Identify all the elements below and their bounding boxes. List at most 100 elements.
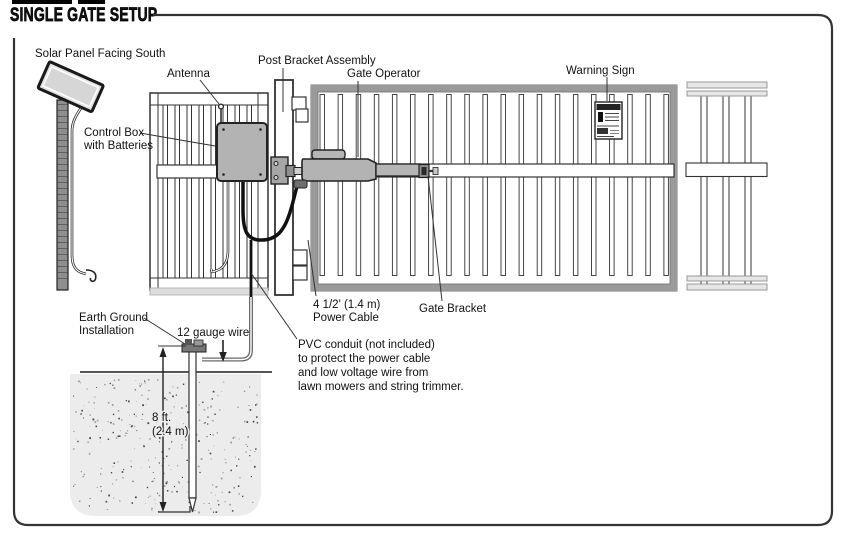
stipple-dot — [119, 430, 121, 432]
operator-body — [301, 158, 377, 182]
stipple-dot — [170, 469, 172, 471]
stipple-dot — [165, 482, 168, 485]
right-fence-section — [685, 81, 768, 291]
stipple-dot — [255, 448, 257, 450]
stipple-dot — [112, 466, 114, 468]
pole-hatch-line — [57, 218, 68, 219]
stipple-dot — [225, 462, 227, 464]
stipple-dot — [211, 398, 213, 400]
stipple-dot — [100, 486, 102, 488]
stipple-dot — [82, 476, 84, 478]
gate-pickets — [319, 94, 669, 276]
stipple-dot — [96, 419, 99, 422]
solar-wire-core — [71, 104, 87, 275]
stipple-dot — [194, 510, 196, 511]
stipple-dot — [100, 467, 102, 469]
pole-hatch-line — [57, 188, 68, 189]
stipple-dot — [75, 411, 77, 413]
label-gate-bracket: Gate Bracket — [419, 303, 487, 315]
pole-hatch-line — [57, 194, 68, 195]
stipple-dot — [112, 413, 115, 416]
stipple-dot — [134, 496, 137, 499]
stipple-dot — [252, 420, 255, 423]
stipple-dot — [204, 422, 206, 424]
stipple-dot — [117, 461, 119, 463]
stipple-dot — [205, 436, 207, 438]
stipple-dot — [161, 465, 163, 467]
stipple-dot — [158, 437, 161, 439]
stipple-dot — [181, 476, 183, 478]
gate-picket — [572, 94, 579, 276]
fence-picket — [186, 104, 192, 279]
stipple-dot — [113, 387, 116, 390]
stipple-dot — [207, 416, 209, 418]
stipple-dot — [177, 465, 179, 467]
stipple-dot — [128, 401, 130, 403]
stipple-dot — [181, 444, 183, 446]
stipple-dot — [147, 422, 150, 425]
stipple-dot — [107, 438, 110, 441]
stipple-dot — [211, 484, 214, 486]
stipple-dot — [209, 433, 211, 436]
stipple-dot — [187, 411, 189, 414]
stipple-dot — [156, 422, 158, 424]
stipple-dot — [202, 401, 204, 404]
operator-cable-connector — [293, 179, 308, 189]
stipple-dot — [94, 396, 96, 398]
stipple-dot — [124, 434, 126, 437]
gate-picket — [446, 94, 452, 276]
gate-picket — [645, 94, 651, 276]
stipple-dot — [104, 383, 106, 386]
stipple-dot — [73, 430, 75, 433]
stipple-dot — [112, 483, 114, 485]
stipple-dot — [115, 479, 118, 481]
ground-rod-tip — [188, 497, 197, 513]
stipple-dot — [256, 403, 258, 405]
box-screw — [259, 128, 262, 131]
stipple-dot — [237, 485, 240, 487]
label-earth-ground-1: Earth Ground — [79, 312, 148, 324]
stipple-dot — [173, 406, 175, 408]
box-screw — [222, 128, 225, 131]
stipple-dot — [181, 407, 183, 409]
fence-picket — [722, 92, 730, 286]
stipple-dot — [254, 451, 256, 452]
label-gauge-wire: 12 gauge wire — [177, 327, 249, 339]
left-fence-ground-strip — [149, 287, 269, 296]
mount-bolt — [273, 175, 279, 180]
ground-soil — [70, 374, 261, 516]
control-box-leader — [139, 132, 216, 147]
antenna-tip — [217, 103, 225, 110]
label-power-cable-1: 4 1/2' (1.4 m) — [313, 299, 381, 311]
pole-hatch-line — [57, 200, 68, 201]
stipple-dot — [211, 419, 213, 421]
gate-bracket-pin-tip — [432, 167, 439, 175]
pole-hatch-line — [57, 134, 68, 135]
stipple-dot — [223, 381, 225, 383]
pole-hatch-line — [57, 260, 68, 261]
warning-sign-block — [597, 128, 608, 134]
right-fence-top-rail-a — [686, 81, 768, 89]
stipple-dot — [101, 429, 103, 431]
stipple-dot — [141, 394, 143, 397]
stipple-dot — [117, 379, 120, 381]
label-earth-ground-2: Installation — [79, 325, 134, 337]
stipple-dot — [130, 460, 132, 462]
stipple-dot — [156, 492, 158, 494]
warning-sign — [594, 101, 623, 140]
stipple-dot — [141, 419, 143, 420]
stipple-dot — [187, 428, 189, 430]
stipple-dot — [111, 404, 114, 406]
mount-bolt — [273, 161, 279, 166]
stipple-dot — [221, 391, 223, 392]
stipple-dot — [152, 480, 154, 482]
stipple-dot — [224, 449, 226, 451]
pole-hatch-line — [57, 128, 68, 129]
stipple-dot — [161, 496, 163, 498]
stipple-dot — [145, 502, 147, 504]
stipple-dot — [212, 434, 214, 436]
gauge-wire-arrowhead — [219, 352, 227, 362]
stipple-dot — [166, 423, 168, 425]
stipple-dot — [88, 452, 91, 455]
pole-hatch-line — [57, 140, 68, 141]
